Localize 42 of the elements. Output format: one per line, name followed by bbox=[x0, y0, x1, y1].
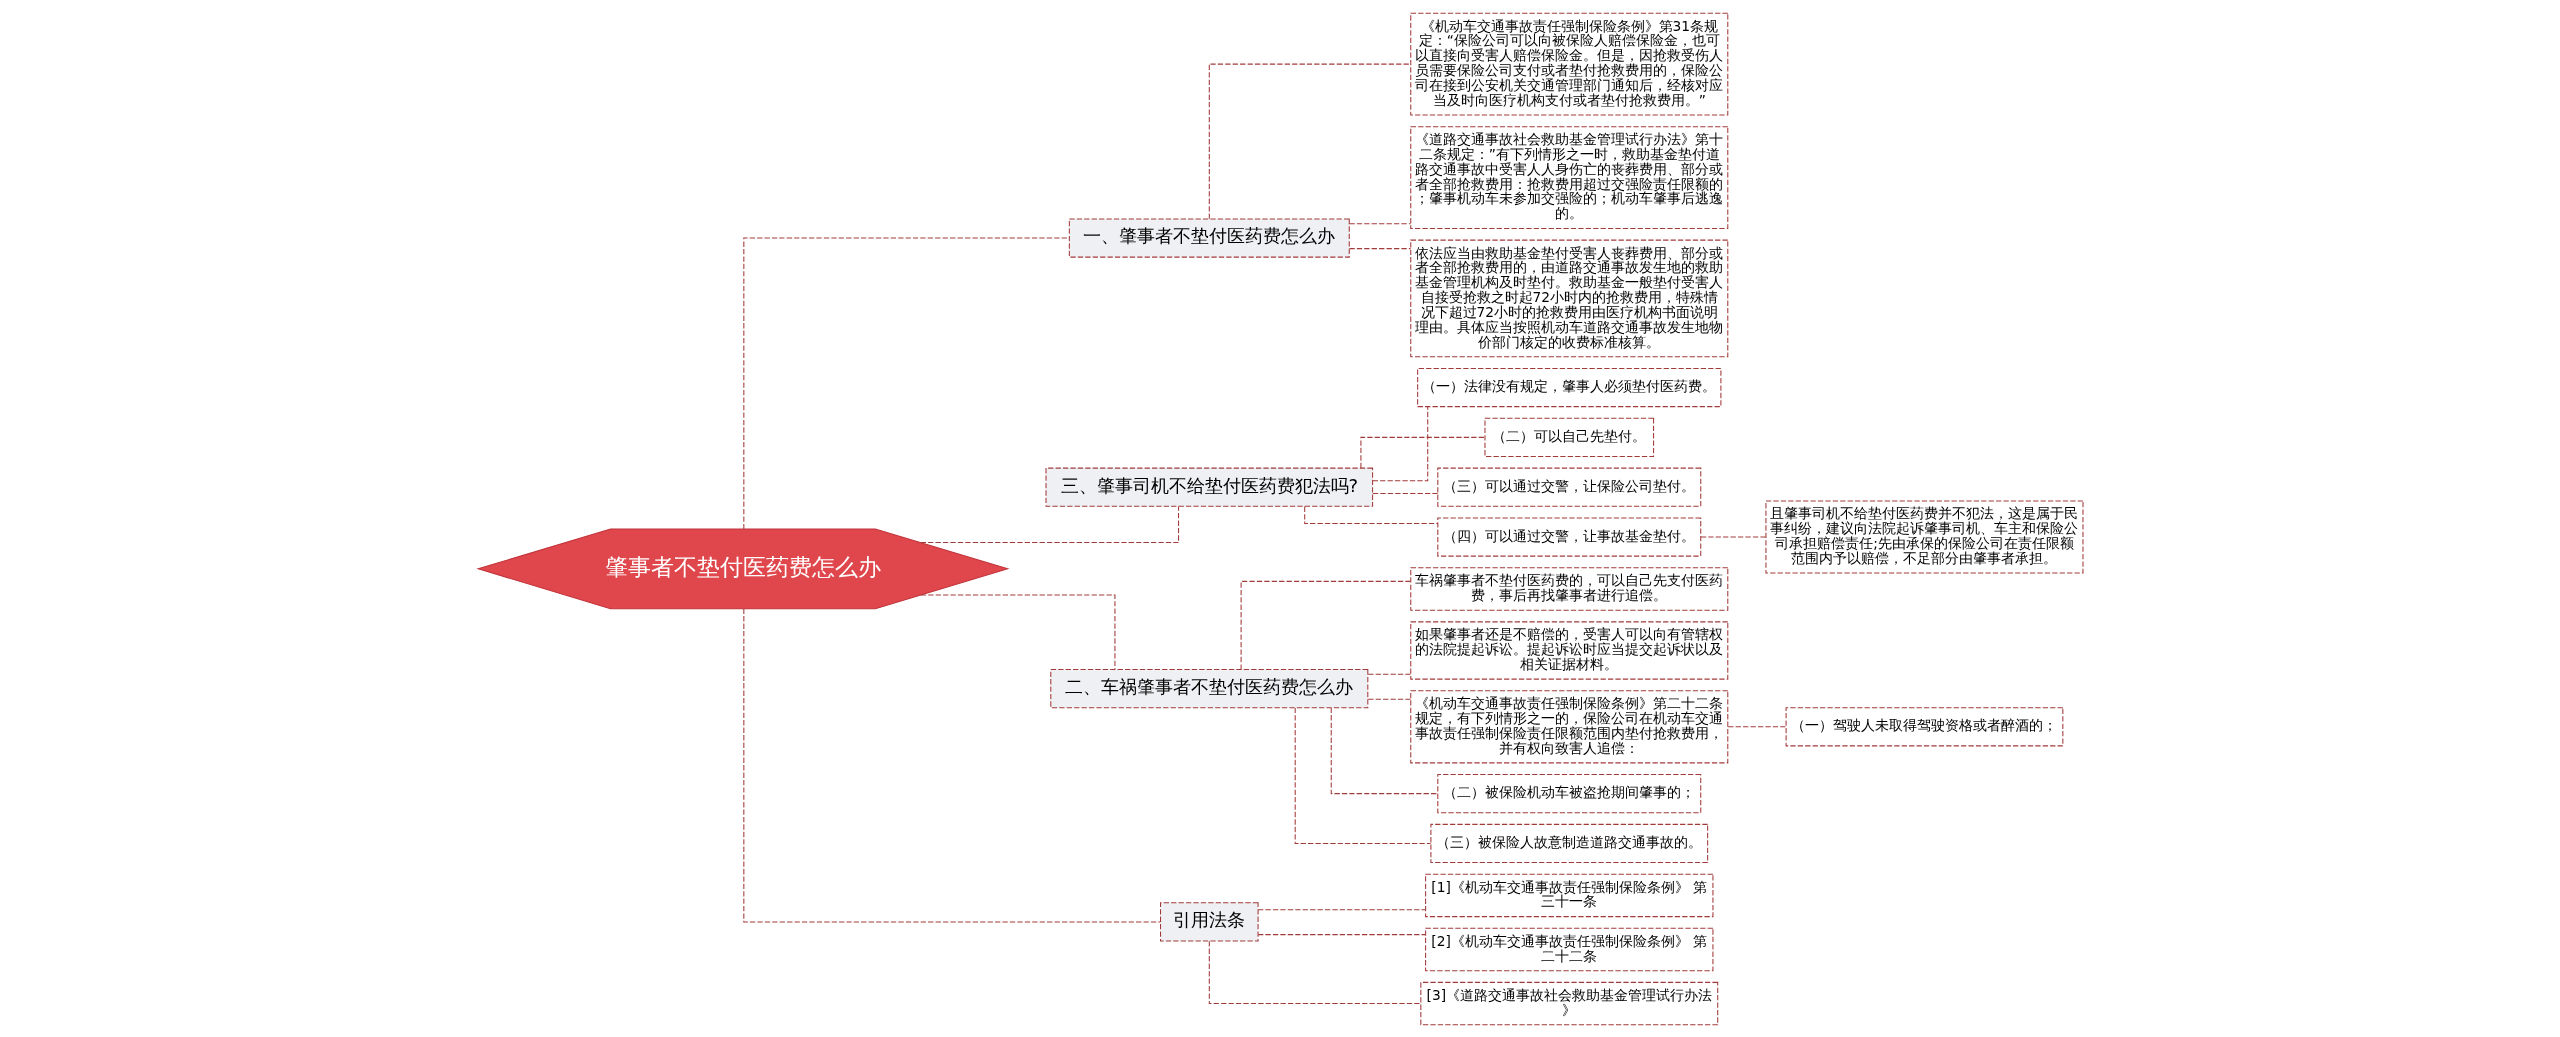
connector bbox=[1727, 725, 1787, 727]
node-box: [1]《机动车交通事故责任强制保险条例》 第三十一条 bbox=[1424, 873, 1713, 917]
connector bbox=[1240, 580, 1411, 670]
connector bbox=[1367, 698, 1411, 700]
connector bbox=[1367, 673, 1411, 675]
node-box: （二）可以自己先垫付。 bbox=[1483, 417, 1654, 457]
connector bbox=[1700, 536, 1766, 538]
connector bbox=[919, 505, 1179, 543]
connector bbox=[919, 594, 1115, 670]
node-box: （一）法律没有规定，肇事人必须垫付医药费。 bbox=[1416, 367, 1721, 407]
connector bbox=[1208, 940, 1421, 1004]
node-box: 三、肇事司机不给垫付医药费犯法吗? bbox=[1045, 467, 1373, 507]
connector bbox=[1371, 405, 1428, 481]
node-box: 引用法条 bbox=[1159, 901, 1259, 942]
node-box: （一）驾驶人未取得驾驶资格或者醉酒的； bbox=[1785, 706, 2063, 746]
connector bbox=[1208, 63, 1411, 219]
node-box: 二、车祸肇事者不垫付医药费怎么办 bbox=[1049, 668, 1368, 708]
node-box: 一、肇事者不垫付医药费怎么办 bbox=[1068, 217, 1350, 258]
connector bbox=[742, 607, 1161, 922]
connector bbox=[1359, 436, 1485, 469]
node-box: （三）可以通过交警，让保险公司垫付。 bbox=[1436, 467, 1701, 507]
node-box: （三）被保险人故意制造道路交通事故的。 bbox=[1429, 823, 1708, 863]
node-box: 依法应当由救助基金垫付受害人丧葬费用、部分或者全部抢救费用的，由道路交通事故发生地的救助基金管理机构及时垫付。救助基金一般垫付受害人自接受抢救之时起72小时内的抢救费用，特殊情况下超过72小时的抢救费用由医疗机构书面说明理由。具体应当按照机动车道路交通事故发生地物价部门核定的收费标准核算。 bbox=[1409, 239, 1728, 357]
connector bbox=[1257, 933, 1426, 935]
node-box: （四）可以通过交警，让事故基金垫付。 bbox=[1436, 516, 1701, 557]
node-box: 《机动车交通事故责任强制保险条例》第二十二条规定，有下列情形之一的，保险公司在机动车交通事故责任强制保险责任限额范围内垫付抢救费用，并有权向致害人追偿： bbox=[1409, 689, 1728, 763]
connector bbox=[1303, 505, 1438, 524]
node-box: 如果肇事者还是不赔偿的，受害人可以向有管辖权的法院提起诉讼。提起诉讼时应当提交起诉状以及相关证据材料。 bbox=[1409, 620, 1728, 680]
connector bbox=[742, 237, 1070, 529]
connector bbox=[1371, 492, 1438, 494]
node-box: [2]《机动车交通事故责任强制保险条例》 第二十二条 bbox=[1424, 927, 1713, 971]
connector bbox=[1348, 247, 1411, 249]
connector bbox=[1348, 222, 1411, 224]
node-box: （二）被保险机动车被盗抢期间肇事的； bbox=[1436, 773, 1701, 813]
connector bbox=[1294, 706, 1431, 844]
node-box: 《机动车交通事故责任强制保险条例》第31条规定：“保险公司可以向被保险人赔偿保险金，也可以直接向受害人赔偿保险金。但是，因抢救受伤人员需要保险公司支付或者垫付抢救费用的，保险公司在接到公安机关交通管理部门通知后，经核对应当及时向医疗机构支付或者垫付抢救费用。” bbox=[1409, 12, 1728, 116]
connector bbox=[1330, 706, 1438, 794]
node-box: 《道路交通事故社会救助基金管理试行办法》第十二条规定：”有下列情形之一时，救助基金垫付道路交通事故中受害人人身伤亡的丧葬费用、部分或者全部抢救费用：抢救费用超过交强险责任限额的；肇事机动车未参加交强险的；机动车肇事后逃逸的。 bbox=[1409, 125, 1728, 229]
node-box: [3]《道路交通事故社会救助基金管理试行办法》 bbox=[1419, 981, 1718, 1025]
node-box: 且肇事司机不给垫付医药费并不犯法，这是属于民事纠纷，建议向法院起诉肇事司机、车主和保险公司承担赔偿责任;先由承保的保险公司在责任限额范围内予以赔偿，不足部分由肇事者承担。 bbox=[1764, 499, 2083, 574]
node-box: 车祸肇事者不垫付医药费的，可以自己先支付医药费，事后再找肇事者进行追偿。 bbox=[1409, 566, 1728, 611]
connector bbox=[1257, 908, 1426, 910]
